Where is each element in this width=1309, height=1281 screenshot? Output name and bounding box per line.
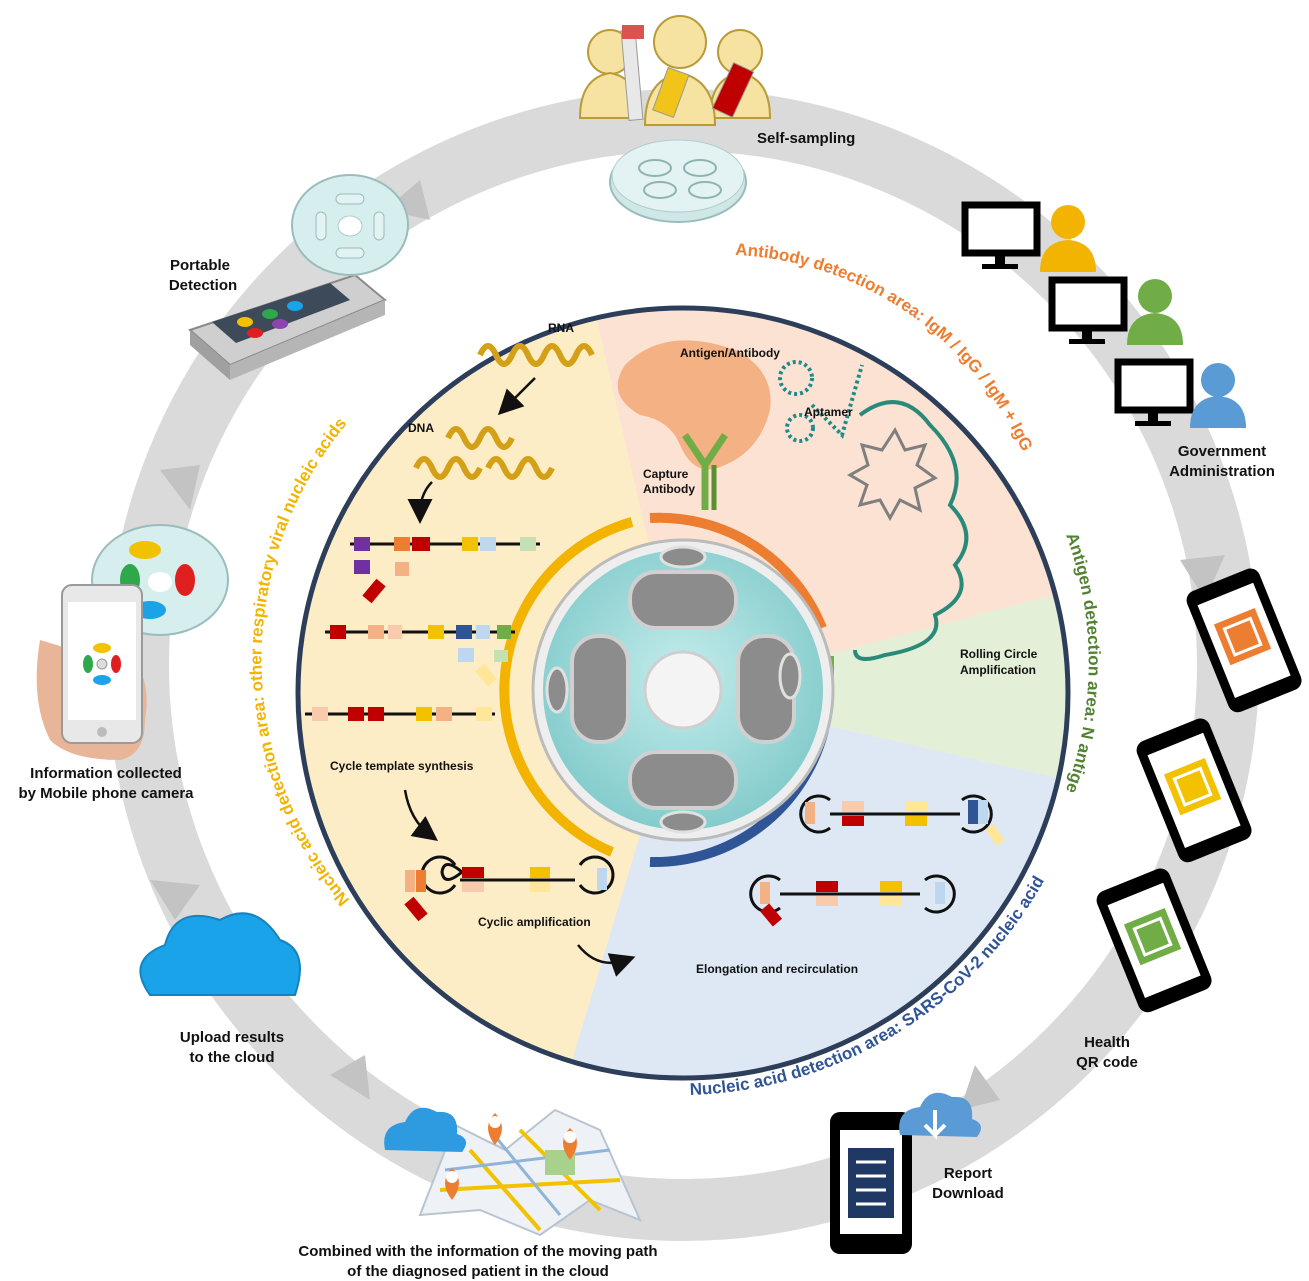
map-pin-icon: [563, 1128, 577, 1160]
aptamer-icon: [778, 360, 864, 443]
chip-chamber: [570, 634, 630, 744]
hand-phone-icon: [36, 584, 147, 760]
upload-label-1: Upload results: [180, 1029, 284, 1046]
nucleic-other-arc: [499, 517, 634, 857]
center-chip: [499, 512, 835, 868]
dumbbell-sars-1: [799, 794, 1005, 847]
portable-label-2: Detection: [169, 277, 237, 294]
chip-chamber: [628, 570, 738, 630]
sampling-chip-icon: [609, 139, 747, 223]
cloud-download-icon: [899, 1092, 981, 1140]
test-tube-people-icon: [578, 15, 772, 126]
portable-label-1: Portable: [170, 257, 230, 274]
template-strand-2: [325, 625, 515, 687]
phone-qr-icon: [1186, 568, 1302, 713]
dna-label: DNA: [408, 421, 434, 435]
rna-label: RNA: [548, 321, 574, 335]
detector-icon: [188, 174, 409, 380]
monitor-user-icon: [1048, 276, 1183, 345]
phone-qr-icon: [1136, 718, 1252, 863]
rca-icon: [846, 400, 969, 661]
ring-arrow-icon: [160, 465, 200, 510]
chip-center-well: [643, 650, 723, 730]
health-label-1: Health: [1084, 1034, 1130, 1051]
dumbbell-template-1: [404, 855, 615, 922]
ring-arrow-icon: [150, 880, 200, 920]
cloud-icon: [139, 912, 301, 996]
dna-strands: [413, 426, 555, 480]
antibody-arc: [649, 512, 827, 630]
rca-label-2: Amplification: [960, 663, 1036, 677]
combined-label-2: of the diagnosed patient in the cloud: [347, 1263, 609, 1280]
monitor-user-icon: [1114, 358, 1246, 428]
cyclic-amp-label: Cyclic amplification: [478, 915, 591, 929]
mobile-label-2: by Mobile phone camera: [18, 785, 194, 802]
aptamer-label: Aptamer: [804, 405, 853, 419]
gov-label-1: Government: [1178, 443, 1266, 460]
self-sampling-label: Self-sampling: [757, 130, 855, 147]
ring-arrow-icon: [960, 1065, 1000, 1110]
report-label-2: Download: [932, 1185, 1004, 1202]
capture-label-2: Antibody: [643, 482, 695, 496]
mobile-label-1: Information collected: [30, 765, 182, 782]
antigen-area: [683, 580, 1068, 790]
map-pin-icon: [488, 1113, 502, 1145]
ring-arrow-icon: [1180, 555, 1225, 600]
capture-antibody-icon: [682, 433, 728, 510]
template-strand-3: [305, 707, 495, 721]
capture-label-1: Capture: [643, 467, 689, 481]
upload-label-2: to the cloud: [190, 1049, 275, 1066]
map-pin-icon: [445, 1168, 459, 1200]
report-phone-icon: [830, 1112, 912, 1254]
health-label-2: QR code: [1076, 1054, 1138, 1071]
cloud-icon: [384, 1107, 466, 1152]
map-icon: [418, 1108, 642, 1237]
phone-qr-icon: [1096, 868, 1212, 1013]
chip-chamber: [628, 750, 738, 810]
rca-label-1: Rolling Circle: [960, 647, 1038, 661]
rna-strand: [477, 343, 595, 367]
cycle-template-label: Cycle template synthesis: [330, 759, 474, 773]
antigen-antibody-label: Antigen/Antibody: [680, 346, 780, 360]
gov-label-2: Administration: [1169, 463, 1275, 480]
antigen-blob: [617, 340, 771, 470]
dumbbell-sars-2: [749, 874, 956, 927]
template-strand-1: [350, 537, 540, 604]
elongation-label: Elongation and recirculation: [696, 962, 858, 976]
combined-label-1: Combined with the information of the mov…: [298, 1243, 657, 1260]
ring-arrow-icon: [330, 1055, 370, 1100]
report-label-1: Report: [944, 1165, 992, 1182]
monitor-user-icon: [961, 201, 1096, 272]
